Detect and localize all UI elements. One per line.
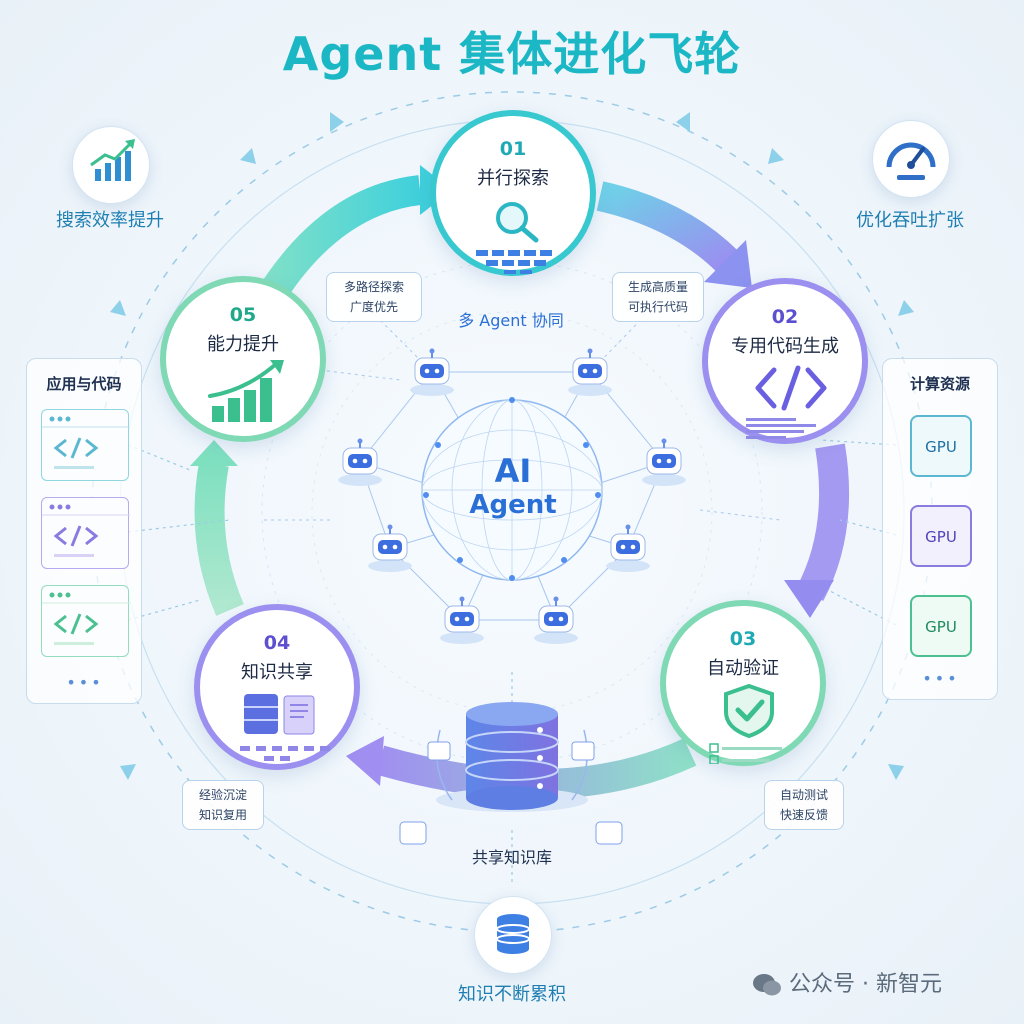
knowledge-accumulation-icon — [474, 896, 552, 974]
knowledge-base-label: 共享知识库 — [471, 848, 552, 867]
step-number: 04 — [263, 632, 291, 654]
watermark: 公众号 · 新智元 — [752, 966, 942, 998]
magnifier-grid-icon — [476, 202, 552, 274]
step-number: 02 — [771, 306, 799, 328]
agent-label: Agent — [469, 490, 557, 520]
search-efficiency-label: 搜索效率提升 — [56, 210, 164, 231]
gpu-chip-icon: GPU — [910, 415, 972, 477]
note-line: 快速反馈 — [779, 808, 828, 822]
ai-label: AI — [494, 452, 532, 490]
page-title: Agent 集体进化飞轮 — [282, 27, 742, 81]
step-label: 能力提升 — [207, 334, 279, 355]
more-indicator: ••• — [922, 669, 960, 688]
note-auto-test: 自动测试 快速反馈 — [764, 780, 844, 830]
step-number: 03 — [729, 628, 757, 650]
code-window-icon — [42, 504, 130, 557]
step-02-code-generation: 02 专用代码生成 — [702, 278, 868, 444]
arrowhead-4-to-5 — [190, 440, 238, 466]
code-window-icon — [42, 416, 130, 469]
step-number: 01 — [499, 138, 527, 160]
step-number: 05 — [229, 304, 257, 326]
arrow-5-to-1 — [255, 175, 422, 308]
note-line: 可执行代码 — [627, 300, 688, 314]
note-line: 生成高质量 — [627, 280, 688, 294]
globe-mesh — [421, 399, 603, 581]
note-line: 广度优先 — [349, 300, 398, 314]
note-line: 经验沉淀 — [198, 788, 247, 802]
throughput-label: 优化吞吐扩张 — [856, 210, 964, 231]
code-window — [41, 409, 130, 481]
note-line: 自动测试 — [779, 788, 828, 802]
multi-agent-label: 多 Agent 协同 — [458, 311, 564, 330]
panel-title: 计算资源 — [909, 375, 970, 393]
step-label: 自动验证 — [707, 658, 779, 679]
more-indicator: ••• — [66, 673, 104, 692]
arrow-2-to-3 — [796, 443, 850, 602]
note-line: 知识复用 — [198, 808, 247, 822]
database-icon — [496, 914, 530, 954]
knowledge-accumulation-label: 知识不断累积 — [458, 984, 566, 1005]
gpu-chip-icon: GPU — [910, 595, 972, 657]
compute-resources-panel: 计算资源 GPU GPU GPU ••• — [882, 358, 998, 700]
apps-code-panel: 应用与代码 — [26, 358, 142, 704]
arrow-1-to-2 — [596, 181, 739, 273]
shield-check-icon — [709, 684, 782, 764]
arrow-4-to-5 — [194, 461, 244, 616]
agent-robots — [338, 348, 686, 644]
step-label: 并行探索 — [477, 168, 549, 189]
arrowhead-1-to-2 — [704, 240, 752, 288]
growth-chart-icon — [208, 360, 284, 422]
code-brackets-icon — [746, 365, 827, 439]
panel-title: 应用与代码 — [46, 375, 122, 393]
search-efficiency-icon — [72, 126, 150, 204]
note-code-quality: 生成高质量 可执行代码 — [612, 272, 704, 322]
code-window — [41, 585, 130, 657]
step-03-auto-verification: 03 自动验证 — [660, 600, 826, 766]
bar-trend-icon — [90, 139, 135, 181]
outer-ring-arrows — [110, 112, 914, 780]
gauge-icon — [886, 142, 936, 180]
step-05-capability-growth: 05 能力提升 — [160, 276, 326, 442]
throughput-gauge-icon — [872, 120, 950, 198]
step-04-knowledge-sharing: 04 知识共享 — [194, 604, 360, 770]
note-experience: 经验沉淀 知识复用 — [182, 780, 264, 830]
gpu-chip-icon: GPU — [910, 505, 972, 567]
wechat-icon — [753, 974, 781, 996]
step-01-parallel-exploration: 01 并行探索 — [430, 110, 596, 276]
note-line: 多路径探索 — [343, 280, 404, 294]
step-label: 知识共享 — [241, 662, 313, 683]
arrowhead-2-to-3 — [784, 580, 834, 618]
ai-agent-center: AI Agent — [440, 452, 586, 520]
code-window — [41, 497, 130, 569]
arrowhead-3-to-4 — [346, 736, 384, 786]
inner-ring-2 — [311, 311, 713, 713]
note-exploration: 多路径探索 广度优先 — [326, 272, 422, 322]
inner-ring — [261, 261, 763, 763]
code-window-icon — [42, 592, 130, 645]
step-label: 专用代码生成 — [731, 336, 839, 357]
knowledge-base-database-icon — [399, 702, 623, 845]
watermark-text: 公众号 · 新智元 — [789, 972, 942, 997]
database-document-icon — [240, 694, 330, 761]
globe-nodes — [423, 397, 601, 581]
